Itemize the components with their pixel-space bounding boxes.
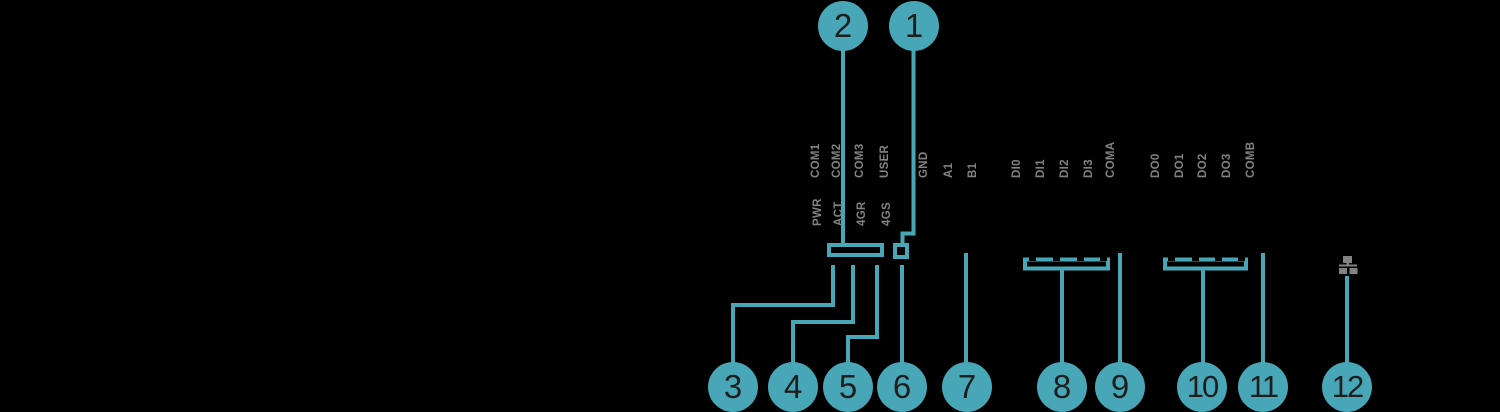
panel-label-4gs: 4GS xyxy=(881,202,893,226)
panel-label-com3: COM3 xyxy=(854,143,866,178)
panel-label-b1: B1 xyxy=(967,162,979,178)
ethernet-icon-right-node xyxy=(1349,268,1358,274)
ethernet-icon-left-node xyxy=(1339,268,1347,274)
callout-3: 3 xyxy=(708,362,758,412)
terminal-notch xyxy=(1029,256,1036,261)
panel-label-do3: DO3 xyxy=(1221,153,1233,178)
panel-label-a1: A1 xyxy=(943,162,955,178)
terminal-notch xyxy=(1053,256,1060,261)
callout-12: 12 xyxy=(1322,362,1372,412)
callout-7: 7 xyxy=(942,362,992,412)
panel-label-do2: DO2 xyxy=(1197,153,1209,178)
4gr-leader-line xyxy=(846,265,879,364)
terminal-notch xyxy=(1238,256,1245,261)
panel-label-di3: DI3 xyxy=(1083,159,1095,178)
terminal-notch xyxy=(1192,256,1199,261)
callout-4: 4 xyxy=(768,362,818,412)
callout-10: 10 xyxy=(1177,362,1227,412)
do-terminal-bracket xyxy=(1163,257,1248,271)
ethernet-icon-stem xyxy=(1346,262,1349,266)
ethernet-icon-bar xyxy=(1339,264,1357,267)
panel-label-coma: COMA xyxy=(1105,141,1117,178)
panel-label-di1: DI1 xyxy=(1035,159,1047,178)
callout-1-leader-line xyxy=(900,50,916,243)
panel-label-gnd: GND xyxy=(918,151,930,178)
panel-label-com1: COM1 xyxy=(810,143,822,178)
terminal-notch xyxy=(1100,256,1107,261)
callout-11: 11 xyxy=(1238,362,1288,412)
panel-label-di2: DI2 xyxy=(1059,159,1071,178)
callout-6: 6 xyxy=(877,362,927,412)
led-window-box xyxy=(827,243,884,257)
panel-label-comb: COMB xyxy=(1245,141,1257,178)
terminal-notch xyxy=(1215,256,1222,261)
panel-label-4gr: 4GR xyxy=(856,201,868,226)
callout-1: 1 xyxy=(889,1,939,51)
callout-2: 2 xyxy=(818,1,868,51)
panel-label-do0: DO0 xyxy=(1150,153,1162,178)
terminal-notch xyxy=(1168,256,1175,261)
panel-label-di0: DI0 xyxy=(1011,159,1023,178)
callout-9: 9 xyxy=(1095,362,1145,412)
panel-label-pwr: PWR xyxy=(812,198,824,226)
ethernet-icon-top-node xyxy=(1343,256,1352,263)
pwr-leader-line xyxy=(731,265,835,364)
led-4gs-box xyxy=(893,243,909,259)
panel-label-act: ACT xyxy=(833,201,845,226)
ethernet-network-icon xyxy=(1339,256,1358,274)
panel-label-do1: DO1 xyxy=(1174,153,1186,178)
callout-5: 5 xyxy=(823,362,873,412)
act-leader-line xyxy=(791,265,855,364)
panel-label-user: USER xyxy=(879,144,891,178)
terminal-notch xyxy=(1077,256,1084,261)
di-terminal-bracket xyxy=(1023,257,1110,271)
callout-8: 8 xyxy=(1037,362,1087,412)
panel-label-com2: COM2 xyxy=(831,143,843,178)
